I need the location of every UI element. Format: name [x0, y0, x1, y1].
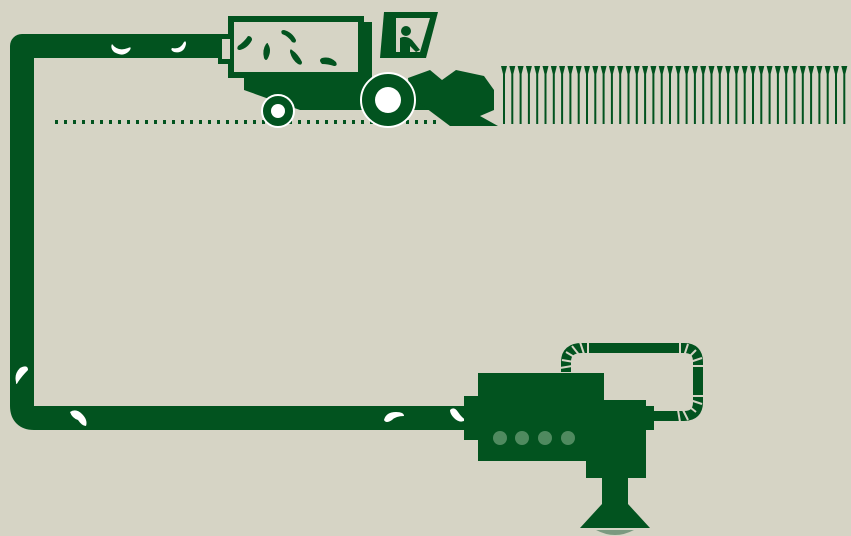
crop-stalk — [650, 66, 656, 124]
crop-stalk — [684, 66, 690, 124]
front-wheel — [361, 73, 415, 127]
crop-stalk — [675, 66, 681, 124]
crop-stalk — [700, 66, 706, 124]
crop-stalk — [775, 66, 781, 124]
crop-stalk — [750, 66, 756, 124]
crop-stalk — [592, 66, 598, 124]
machine-body — [478, 373, 604, 461]
crop-stalk — [758, 66, 764, 124]
crop-stalk — [833, 66, 839, 124]
crop-stalk — [509, 66, 515, 124]
crop-stalk — [659, 66, 665, 124]
processing-machine-icon — [464, 342, 704, 535]
crop-stalk — [626, 66, 632, 124]
crop-stalk — [584, 66, 590, 124]
crop-stalk — [667, 66, 673, 124]
crop-stalk — [576, 66, 582, 124]
crop-stalk — [634, 66, 640, 124]
crop-stalk — [543, 66, 549, 124]
crop-stalk — [534, 66, 540, 124]
rear-wheel — [262, 95, 294, 127]
combine-harvester-icon — [218, 12, 498, 127]
crop-stalk — [717, 66, 723, 124]
crop-stalk — [526, 66, 532, 124]
harvester-header — [408, 70, 498, 126]
crop-stalk — [808, 66, 814, 124]
crop-stalk — [692, 66, 698, 124]
crop-stalk — [567, 66, 573, 124]
crop-stalk — [725, 66, 731, 124]
crop-stalk — [783, 66, 789, 124]
crop-stalk — [742, 66, 748, 124]
crop-stalk — [617, 66, 623, 124]
crop-stalk — [825, 66, 831, 124]
outlet-funnel — [580, 504, 650, 528]
crop-stalk — [800, 66, 806, 124]
crop-stalk — [733, 66, 739, 124]
crop-stalk — [559, 66, 565, 124]
crop-stalk — [601, 66, 607, 124]
crop-stalk — [709, 66, 715, 124]
crop-stalk — [841, 66, 847, 124]
crop-stalk — [518, 66, 524, 124]
crop-stalk — [767, 66, 773, 124]
crop-field — [501, 66, 847, 124]
crop-stalk — [609, 66, 615, 124]
crop-stalk — [501, 66, 507, 124]
crop-stalk — [816, 66, 822, 124]
exhaust-plume — [596, 530, 634, 535]
crop-stalk — [792, 66, 798, 124]
crop-stalk — [642, 66, 648, 124]
crop-stalk — [551, 66, 557, 124]
